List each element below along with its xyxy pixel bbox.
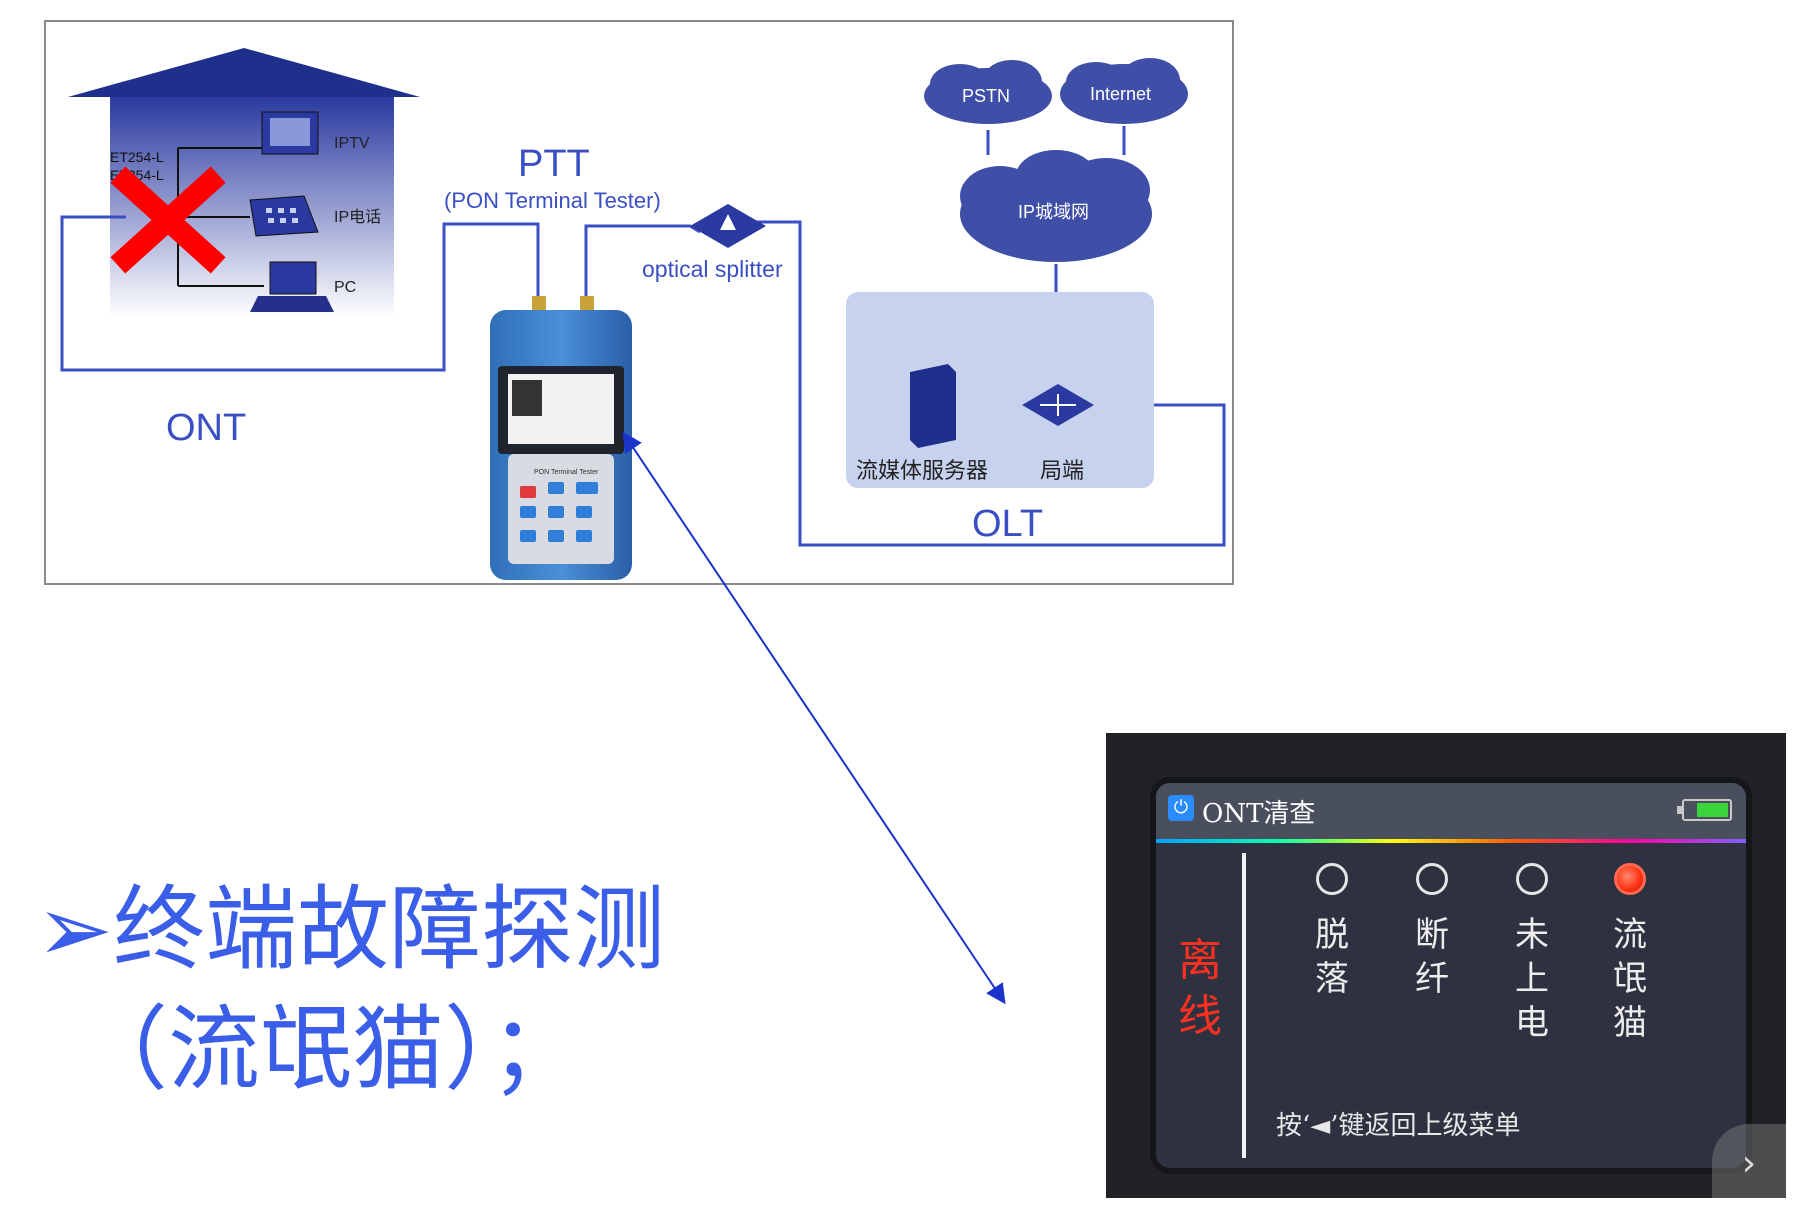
bullet-title: 终端故障探测 xyxy=(113,876,666,983)
pc-icon xyxy=(250,261,334,312)
optical-splitter-icon xyxy=(690,204,766,248)
status-indicator-active xyxy=(1614,863,1646,895)
label-ont-model-1: ET254-L xyxy=(110,149,164,165)
label-internet: Internet xyxy=(1090,84,1151,104)
back-hint: 按‘◄’键返回上级菜单 xyxy=(1276,1111,1521,1141)
screen-title: ONT清查 xyxy=(1202,799,1316,829)
bullet-marker: ➢ xyxy=(36,876,114,983)
status-indicator xyxy=(1316,863,1348,895)
label-optical-splitter: optical splitter xyxy=(642,256,783,282)
bullet-line-1: ➢终端故障探测 xyxy=(36,870,665,990)
device-screen-label: PON Terminal Tester xyxy=(534,469,599,476)
label-switch: 局端 xyxy=(1040,458,1084,483)
vertical-divider xyxy=(1242,853,1246,1158)
label-ptt-subtitle: (PON Terminal Tester) xyxy=(444,188,661,213)
cloud-ip-metro xyxy=(960,150,1152,262)
offline-status: 离线 xyxy=(1178,935,1222,1042)
media-server-icon xyxy=(910,364,956,448)
next-arrow-button[interactable]: › xyxy=(1712,1124,1786,1198)
status-label: 未上电 xyxy=(1515,915,1549,1043)
status-indicator xyxy=(1416,863,1448,895)
label-olt: OLT xyxy=(972,503,1043,545)
label-ont: ONT xyxy=(166,407,246,449)
lcd-header: ⏻ ONT清查 xyxy=(1156,783,1746,839)
label-ip-metro: IP城域网 xyxy=(1018,202,1089,222)
cloud-internet xyxy=(1060,58,1188,124)
ptt-device-icon: PON Terminal Tester xyxy=(490,296,632,580)
status-item: 脱落 xyxy=(1302,863,1362,1001)
battery-fill xyxy=(1697,803,1728,817)
status-item: 断纤 xyxy=(1402,863,1462,1001)
bullet-line-2: （流氓猫）； xyxy=(76,996,583,1103)
fault-x-icon xyxy=(110,166,226,274)
cloud-pstn xyxy=(924,60,1052,124)
tester-screen-photo: ⏻ ONT清查 离线 脱落断纤 未上电 流氓猫 按‘◄’键返回上级菜单 › xyxy=(1106,733,1786,1198)
status-label: 断纤 xyxy=(1415,915,1449,999)
label-pstn: PSTN xyxy=(962,86,1010,106)
label-ptt: PTT xyxy=(518,143,590,185)
iptv-icon xyxy=(261,111,319,155)
status-item: 流氓猫 xyxy=(1600,863,1660,1045)
switch-icon xyxy=(1022,384,1094,426)
status-label: 脱落 xyxy=(1315,915,1349,999)
battery-icon xyxy=(1677,799,1732,821)
label-pc: PC xyxy=(334,279,356,296)
lcd-screen: ⏻ ONT清查 离线 脱落断纤 未上电 流氓猫 按‘◄’键返回上级菜单 xyxy=(1156,783,1746,1168)
status-indicator xyxy=(1516,863,1548,895)
label-media-server: 流媒体服务器 xyxy=(856,458,988,483)
status-label: 流氓猫 xyxy=(1613,915,1647,1043)
header-rainbow-divider xyxy=(1156,839,1746,843)
label-ip-phone: IP电话 xyxy=(334,208,381,226)
pointer-arrow xyxy=(622,431,1006,1005)
power-icon: ⏻ xyxy=(1168,795,1194,821)
bullet-point: ➢终端故障探测 （流氓猫）； xyxy=(36,870,665,1110)
status-item: 未上电 xyxy=(1502,863,1562,1045)
ip-phone-icon xyxy=(249,195,319,237)
label-iptv: IPTV xyxy=(334,135,370,152)
